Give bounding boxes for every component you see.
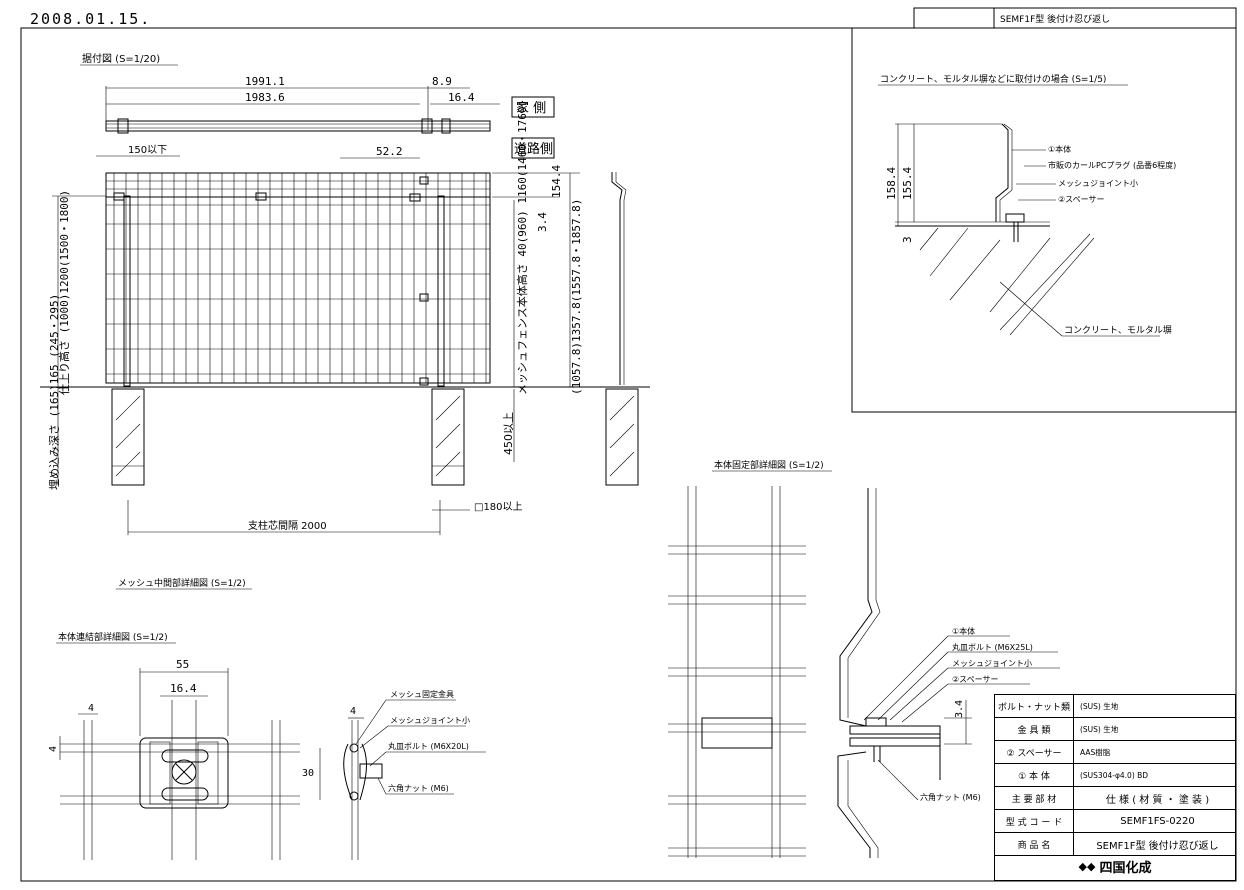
fix-callout-body: ①本体 (952, 626, 975, 636)
right-foundation (431, 388, 465, 486)
title-block-label: ① 本 体 (995, 764, 1074, 786)
title-block-value: SEMF1F型 後付け忍び返し (1096, 840, 1219, 852)
dim-150: 150以下 (128, 145, 167, 156)
callout-body: ①本体 (1048, 144, 1071, 154)
side-view (600, 172, 650, 486)
title-block-row: 主 要 部 材 仕 様 ( 材 質 ・ 塗 装 ) (995, 787, 1235, 810)
fix-nut-label: 六角ナット (M6) (920, 792, 981, 802)
title-block-value: (SUS) 生地 (1080, 701, 1119, 711)
title-block-row: ① 本 体 (SUS304-φ4.0) BD (995, 764, 1235, 787)
dim-154-4: 154.4 (550, 165, 563, 198)
fix-callout-bolt: 丸皿ボルト (M6X25L) (952, 642, 1033, 652)
joint-dim-4c: 4 (350, 706, 356, 717)
company-logo: ◆◆ 四国化成 (995, 856, 1235, 876)
title-block-row: 金 具 類 (SUS) 生地 (995, 718, 1235, 741)
title-block-label: ② スペーサー (995, 741, 1074, 763)
callout-spacer: ②スペーサー (1058, 195, 1104, 204)
dim-total-height: (1057.8)1357.8(1557.8・1857.8) (570, 199, 583, 395)
title-block-label: 型 式 コ ー ド (995, 810, 1074, 832)
joint-dim-4a: 4 (88, 703, 94, 714)
title-block-value: SEMF1FS-0220 (1120, 815, 1195, 827)
right-post (437, 195, 445, 387)
dim-3-4: 3.4 (536, 212, 549, 232)
title-block-value: AAS樹脂 (1080, 747, 1111, 757)
logo-diamond-icon: ◆◆ (1078, 859, 1096, 873)
road-side-box (511, 137, 555, 159)
mesh-panel (105, 172, 491, 384)
front-view: 据付図 (S=1/20) 1991.1 8.9 1983.6 16.4 家 側 … (40, 52, 650, 535)
dim-52-2: 52.2 (376, 145, 403, 158)
left-foundation (111, 388, 145, 486)
joint-callout-joint: メッシュジョイント小 (390, 716, 470, 725)
fix-detail-title: 本体固定部詳細図 (S=1/2) (714, 459, 824, 471)
company-name: 四国化成 (1099, 860, 1152, 876)
concrete-view-title: コンクリート、モルタル塀などに取付けの場合 (S=1/5) (880, 73, 1106, 85)
dim-180: □180以上 (474, 501, 523, 513)
callout-joint: メッシュジョイント小 (1058, 179, 1138, 188)
callout-plug: 市販のカールPCプラグ (品番6程度) (1048, 160, 1176, 170)
dim-3: 3 (901, 236, 914, 243)
title-block-label: ボルト・ナット類 (995, 695, 1074, 717)
house-side-label: 家 側 (516, 100, 546, 116)
dim-1991: 1991.1 (245, 75, 285, 88)
dim-mesh-height: メッシュフェンス本体高さ 40(960) 1160(1460・1760) (515, 100, 529, 395)
title-block-value: 仕 様 ( 材 質 ・ 塗 装 ) (1105, 794, 1210, 806)
joint-callout-bolt: 丸皿ボルト (M6X20L) (388, 741, 469, 751)
left-post (123, 195, 131, 387)
dim-1983: 1983.6 (245, 91, 285, 104)
fix-detail-view: 本体固定部詳細図 (S=1/2) 3.4 ①本体 丸皿ボルト (M6X25L) … (668, 459, 1060, 858)
joint-detail-title: 本体連結部詳細図 (S=1/2) (58, 631, 168, 643)
title-block-label: 主 要 部 材 (995, 787, 1074, 809)
fix-dim-3-4: 3.4 (954, 700, 965, 718)
title-block-row: ② スペーサー AAS樹脂 (995, 741, 1235, 764)
dim-155-4: 155.4 (901, 167, 914, 200)
dim-158-4: 158.4 (885, 167, 898, 200)
dim-post-pitch: 支柱芯間隔 2000 (248, 519, 327, 532)
house-side-box (511, 96, 555, 118)
title-block-value: (SUS304-φ4.0) BD (1080, 770, 1149, 780)
header-model: SEMF1F型 後付け忍び返し (1000, 13, 1110, 25)
drawing-date: 2008.01.15. (30, 10, 151, 28)
dim-finish-height: 仕上り高さ (1000)1200(1500・1800) (57, 190, 71, 395)
title-block-label: 金 具 類 (995, 718, 1074, 740)
joint-dim-30: 30 (302, 768, 314, 779)
title-block-row: 型 式 コ ー ド SEMF1FS-0220 (995, 810, 1235, 833)
title-block-row: 商 品 名 SEMF1F型 後付け忍び返し (995, 833, 1235, 856)
joint-dim-16-4: 16.4 (170, 682, 197, 695)
wall-label: コンクリート、モルタル塀 (1064, 325, 1172, 336)
title-block-label: 商 品 名 (995, 833, 1074, 855)
front-view-title: 据付図 (S=1/20) (82, 52, 160, 65)
title-block-value: (SUS) 生地 (1080, 724, 1119, 734)
fix-callout-spacer: ②スペーサー (952, 675, 998, 684)
joint-dim-4b: 4 (48, 746, 59, 752)
dim-450: 450以上 (502, 412, 515, 455)
road-side-label: 道路側 (514, 141, 553, 157)
dim-8-9: 8.9 (432, 75, 452, 88)
mesh-mid-title: メッシュ中間部詳細図 (S=1/2) (118, 577, 246, 589)
joint-detail-view: 本体連結部詳細図 (S=1/2) 55 16.4 4 4 30 4 (48, 631, 486, 860)
joint-callout-nut: 六角ナット (M6) (388, 783, 449, 793)
concrete-mount-view: コンクリート、モルタル塀などに取付けの場合 (S=1/5) 158.4 155.… (851, 27, 1237, 413)
joint-dim-55: 55 (176, 658, 189, 671)
sheet-border (20, 27, 1237, 882)
title-block-row: ボルト・ナット類 (SUS) 生地 (995, 695, 1235, 718)
title-block: ボルト・ナット類 (SUS) 生地金 具 類 (SUS) 生地 ② スペーサー AAS樹… (994, 694, 1236, 881)
dim-embed-depth: 埋め込み深さ (165)165 (245・295) (48, 294, 61, 490)
dim-16-4: 16.4 (448, 91, 475, 104)
joint-callout-bracket: メッシュ固定金具 (390, 689, 454, 699)
fix-callout-joint: メッシュジョイント小 (952, 659, 1032, 668)
